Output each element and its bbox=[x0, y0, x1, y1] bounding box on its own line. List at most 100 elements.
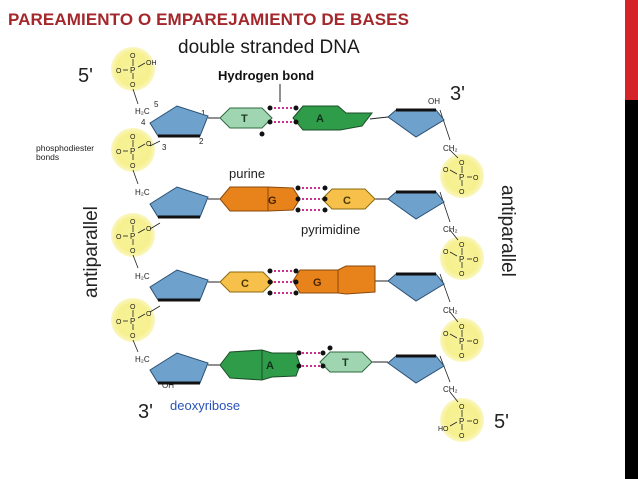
deoxyribose-sugar bbox=[387, 109, 445, 138]
base-pair-4: A T bbox=[219, 345, 373, 381]
phosphate-group: P O O O O bbox=[111, 213, 155, 257]
phosphate-group: P O O O O bbox=[440, 236, 484, 280]
svg-text:1: 1 bbox=[201, 109, 206, 118]
svg-text:O: O bbox=[116, 234, 122, 241]
svg-text:P: P bbox=[130, 66, 135, 75]
svg-text:4: 4 bbox=[141, 118, 146, 127]
antiparallel-label-right: antiparallel bbox=[497, 185, 518, 277]
svg-text:2: 2 bbox=[199, 137, 204, 146]
thymine-base bbox=[219, 107, 273, 129]
base-pair-2: G C bbox=[219, 185, 376, 213]
left-phosphates: P O OH O O P O O O O P O O O bbox=[111, 47, 157, 342]
svg-text:O: O bbox=[443, 331, 449, 338]
svg-text:O: O bbox=[459, 189, 465, 196]
svg-text:O: O bbox=[130, 134, 136, 141]
phosphate-group: P O O HO O bbox=[438, 398, 484, 442]
svg-text:O: O bbox=[459, 242, 465, 249]
left-strand-bottom-end: 3' bbox=[138, 401, 153, 423]
svg-text:3: 3 bbox=[162, 143, 167, 152]
base-letter: C bbox=[241, 278, 249, 290]
right-strand-top-end: 3' bbox=[450, 83, 465, 105]
svg-text:CH₂: CH₂ bbox=[443, 306, 458, 315]
deoxyribose-sugar bbox=[149, 352, 209, 384]
right-phosphates: P O O O O P O O O O P O O O bbox=[438, 154, 484, 442]
svg-text:O: O bbox=[146, 311, 152, 318]
svg-text:O: O bbox=[443, 167, 449, 174]
svg-text:H₂C: H₂C bbox=[135, 107, 150, 116]
svg-text:O: O bbox=[443, 249, 449, 256]
svg-text:O: O bbox=[130, 82, 136, 89]
base-letter: T bbox=[241, 113, 248, 125]
svg-text:O: O bbox=[459, 353, 465, 360]
svg-text:5: 5 bbox=[154, 100, 159, 109]
backbone-labels: H₂C H₂C H₂C H₂C OH OH CH₂ CH₂ CH₂ CH₂ bbox=[135, 97, 458, 394]
accent-bar-red bbox=[625, 0, 638, 100]
phosphate-group: P O O O O bbox=[440, 154, 484, 198]
svg-text:P: P bbox=[130, 232, 135, 241]
svg-text:O: O bbox=[459, 404, 465, 411]
diagram-heading: double stranded DNA bbox=[178, 37, 360, 58]
svg-text:H₂C: H₂C bbox=[135, 272, 150, 281]
svg-text:O: O bbox=[130, 163, 136, 170]
thymine-base bbox=[319, 351, 373, 373]
svg-text:O: O bbox=[459, 324, 465, 331]
svg-text:O: O bbox=[116, 149, 122, 156]
hydrogen-bonds bbox=[302, 352, 320, 367]
svg-text:CH₂: CH₂ bbox=[443, 144, 458, 153]
deoxyribose-label: deoxyribose bbox=[170, 398, 240, 413]
hydrogen-bonds bbox=[302, 187, 322, 211]
svg-text:O: O bbox=[459, 271, 465, 278]
svg-text:HO: HO bbox=[438, 426, 449, 433]
svg-text:O: O bbox=[473, 175, 479, 182]
cytosine-base bbox=[321, 188, 376, 210]
svg-text:O: O bbox=[459, 433, 465, 440]
svg-text:P: P bbox=[130, 317, 135, 326]
phosphate-group: P O OH O O bbox=[111, 47, 157, 91]
base-letter: C bbox=[343, 195, 351, 207]
adenine-base bbox=[292, 105, 374, 131]
guanine-base bbox=[219, 186, 301, 212]
cytosine-base bbox=[219, 271, 274, 293]
svg-text:O: O bbox=[130, 248, 136, 255]
svg-text:O: O bbox=[459, 160, 465, 167]
base-letter: T bbox=[342, 357, 349, 369]
left-sugars bbox=[149, 105, 209, 385]
svg-text:P: P bbox=[459, 417, 464, 426]
carbon-numbers: 5 4 3 2 1 bbox=[141, 100, 206, 152]
adenine-base bbox=[219, 349, 301, 381]
guanine-base bbox=[292, 265, 376, 295]
slide-title: PAREAMIENTO O EMPAREJAMIENTO DE BASES bbox=[8, 10, 410, 29]
svg-text:CH₂: CH₂ bbox=[443, 385, 458, 394]
svg-text:OH: OH bbox=[428, 97, 440, 106]
deoxyribose-sugar bbox=[149, 269, 209, 301]
svg-text:O: O bbox=[130, 219, 136, 226]
hydrogen-bonds bbox=[274, 270, 293, 294]
deoxyribose-sugar bbox=[149, 186, 209, 218]
phosphate-group: P O O O O bbox=[440, 318, 484, 362]
svg-text:O: O bbox=[146, 141, 152, 148]
deoxyribose-sugar bbox=[387, 273, 445, 302]
phosphodiester-label-line1: phosphodiester bbox=[36, 143, 94, 153]
glycosidic-bonds bbox=[208, 116, 389, 366]
svg-text:P: P bbox=[459, 255, 464, 264]
svg-text:P: P bbox=[130, 147, 135, 156]
svg-text:O: O bbox=[116, 319, 122, 326]
pyrimidine-label: pyrimidine bbox=[301, 222, 360, 237]
svg-text:P: P bbox=[459, 337, 464, 346]
deoxyribose-sugar bbox=[387, 191, 445, 220]
svg-text:O: O bbox=[130, 304, 136, 311]
deoxyribose-sugar bbox=[149, 105, 209, 137]
svg-text:O: O bbox=[473, 419, 479, 426]
svg-text:H₂C: H₂C bbox=[135, 355, 150, 364]
base-letter: A bbox=[316, 113, 324, 125]
phosphate-group: P O O O O bbox=[111, 128, 155, 172]
svg-text:OH: OH bbox=[162, 381, 174, 390]
hydrogen-bonds bbox=[274, 107, 293, 123]
base-letter: G bbox=[268, 195, 277, 207]
svg-text:O: O bbox=[130, 53, 136, 60]
svg-text:H₂C: H₂C bbox=[135, 188, 150, 197]
phosphate-group: P O O O O bbox=[111, 298, 155, 342]
base-pair-1: T A bbox=[219, 105, 374, 137]
base-letter: A bbox=[266, 360, 274, 372]
